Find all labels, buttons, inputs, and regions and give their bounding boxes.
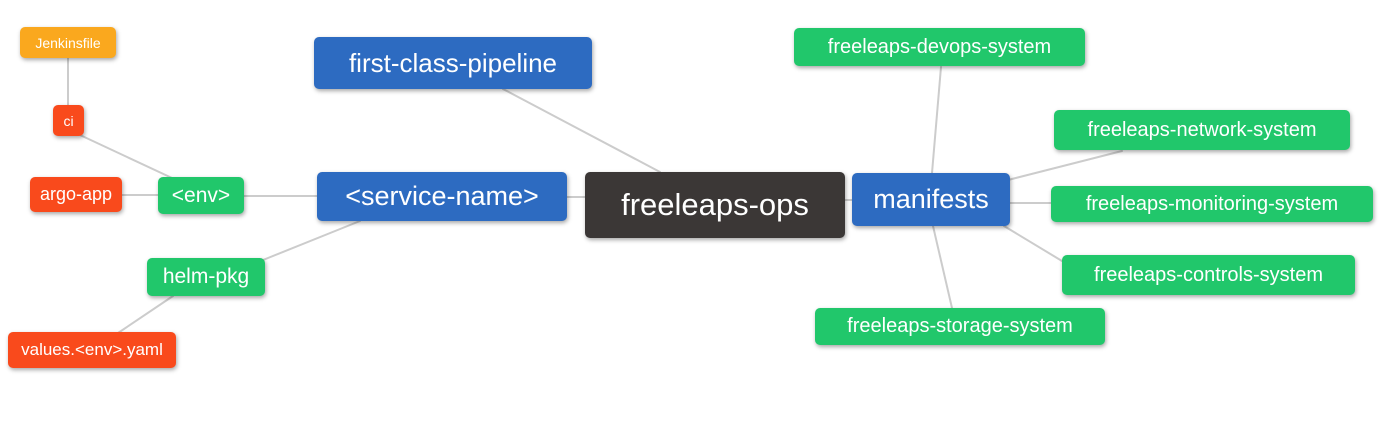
node-label: values.<env>.yaml — [21, 340, 163, 359]
node-env[interactable]: <env> — [158, 177, 244, 214]
node-label: first-class-pipeline — [348, 47, 558, 78]
edge-helm-pkg--values-env-yaml — [117, 295, 174, 334]
node-first-class-pipeline[interactable]: first-class-pipeline — [314, 37, 592, 89]
node-label: argo-app — [39, 184, 113, 204]
node-label: Jenkinsfile — [35, 34, 101, 51]
node-jenkinsfile[interactable]: Jenkinsfile — [20, 27, 116, 58]
node-label: freeleaps-monitoring-system — [1085, 192, 1339, 215]
node-helm-pkg[interactable]: helm-pkg — [147, 258, 265, 296]
node-freeleaps-ops[interactable]: freeleaps-ops — [585, 172, 845, 238]
node-argo-app[interactable]: argo-app — [30, 177, 122, 212]
edge-manifests--freeleaps-network-system — [1007, 150, 1123, 181]
node-label: ci — [63, 112, 74, 129]
node-service-name[interactable]: <service-name> — [317, 172, 567, 221]
node-label: <service-name> — [345, 181, 539, 211]
node-values-env-yaml[interactable]: values.<env>.yaml — [8, 332, 176, 368]
edge-manifests--freeleaps-controls-system — [1003, 225, 1063, 262]
node-label: freeleaps-devops-system — [827, 35, 1052, 58]
node-manifests[interactable]: manifests — [852, 173, 1010, 226]
edge-manifests--freeleaps-storage-system — [932, 225, 953, 309]
node-label: manifests — [873, 184, 989, 214]
node-label: freeleaps-network-system — [1087, 118, 1317, 141]
node-ci[interactable]: ci — [53, 105, 84, 136]
node-freeleaps-storage-system[interactable]: freeleaps-storage-system — [815, 308, 1105, 345]
node-label: freeleaps-controls-system — [1094, 263, 1323, 286]
edge-ci--env — [79, 134, 173, 179]
node-label: freeleaps-ops — [621, 187, 809, 222]
node-freeleaps-devops-system[interactable]: freeleaps-devops-system — [794, 28, 1085, 66]
node-label: freeleaps-storage-system — [847, 315, 1073, 337]
node-label: <env> — [171, 183, 231, 207]
node-freeleaps-controls-system[interactable]: freeleaps-controls-system — [1062, 255, 1355, 295]
node-label: helm-pkg — [162, 265, 250, 288]
edge-first-class-pipeline--freeleaps-ops — [502, 88, 661, 173]
node-freeleaps-monitoring-system[interactable]: freeleaps-monitoring-system — [1051, 186, 1373, 222]
edge-service-name--helm-pkg — [262, 220, 361, 261]
node-freeleaps-network-system[interactable]: freeleaps-network-system — [1054, 110, 1350, 150]
edge-manifests--freeleaps-devops-system — [931, 66, 942, 174]
